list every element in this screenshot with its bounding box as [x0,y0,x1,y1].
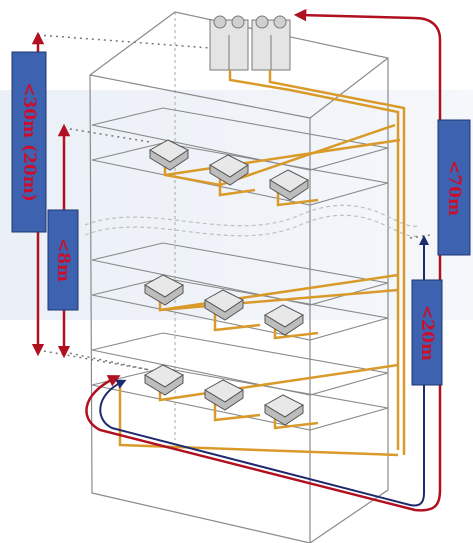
indoor-unit-icon [144,364,184,396]
label-box-pipe-length [437,119,471,256]
indoor-unit-icon [264,394,304,426]
label-floor-height-text: <8m [53,237,73,283]
outdoor-units [209,15,291,71]
label-box-total-height [11,51,47,233]
label-indoor-height-text: <20m [417,304,438,361]
label-pipe-length-text: <70m [444,159,465,216]
label-total-height-text: <30m (20m) [19,82,40,202]
label-floor-height: <8m [48,210,78,310]
dimension-pipe-length [85,8,442,512]
dimension-indoor-height [99,235,429,507]
label-box-floor-height [47,209,79,311]
label-indoor-height: <20m [412,280,442,385]
label-total-height: <30m (20m) [12,52,46,232]
label-pipe-length: <70m [438,120,470,255]
label-box-indoor-height [411,279,443,386]
indoor-unit-icon [204,379,244,411]
